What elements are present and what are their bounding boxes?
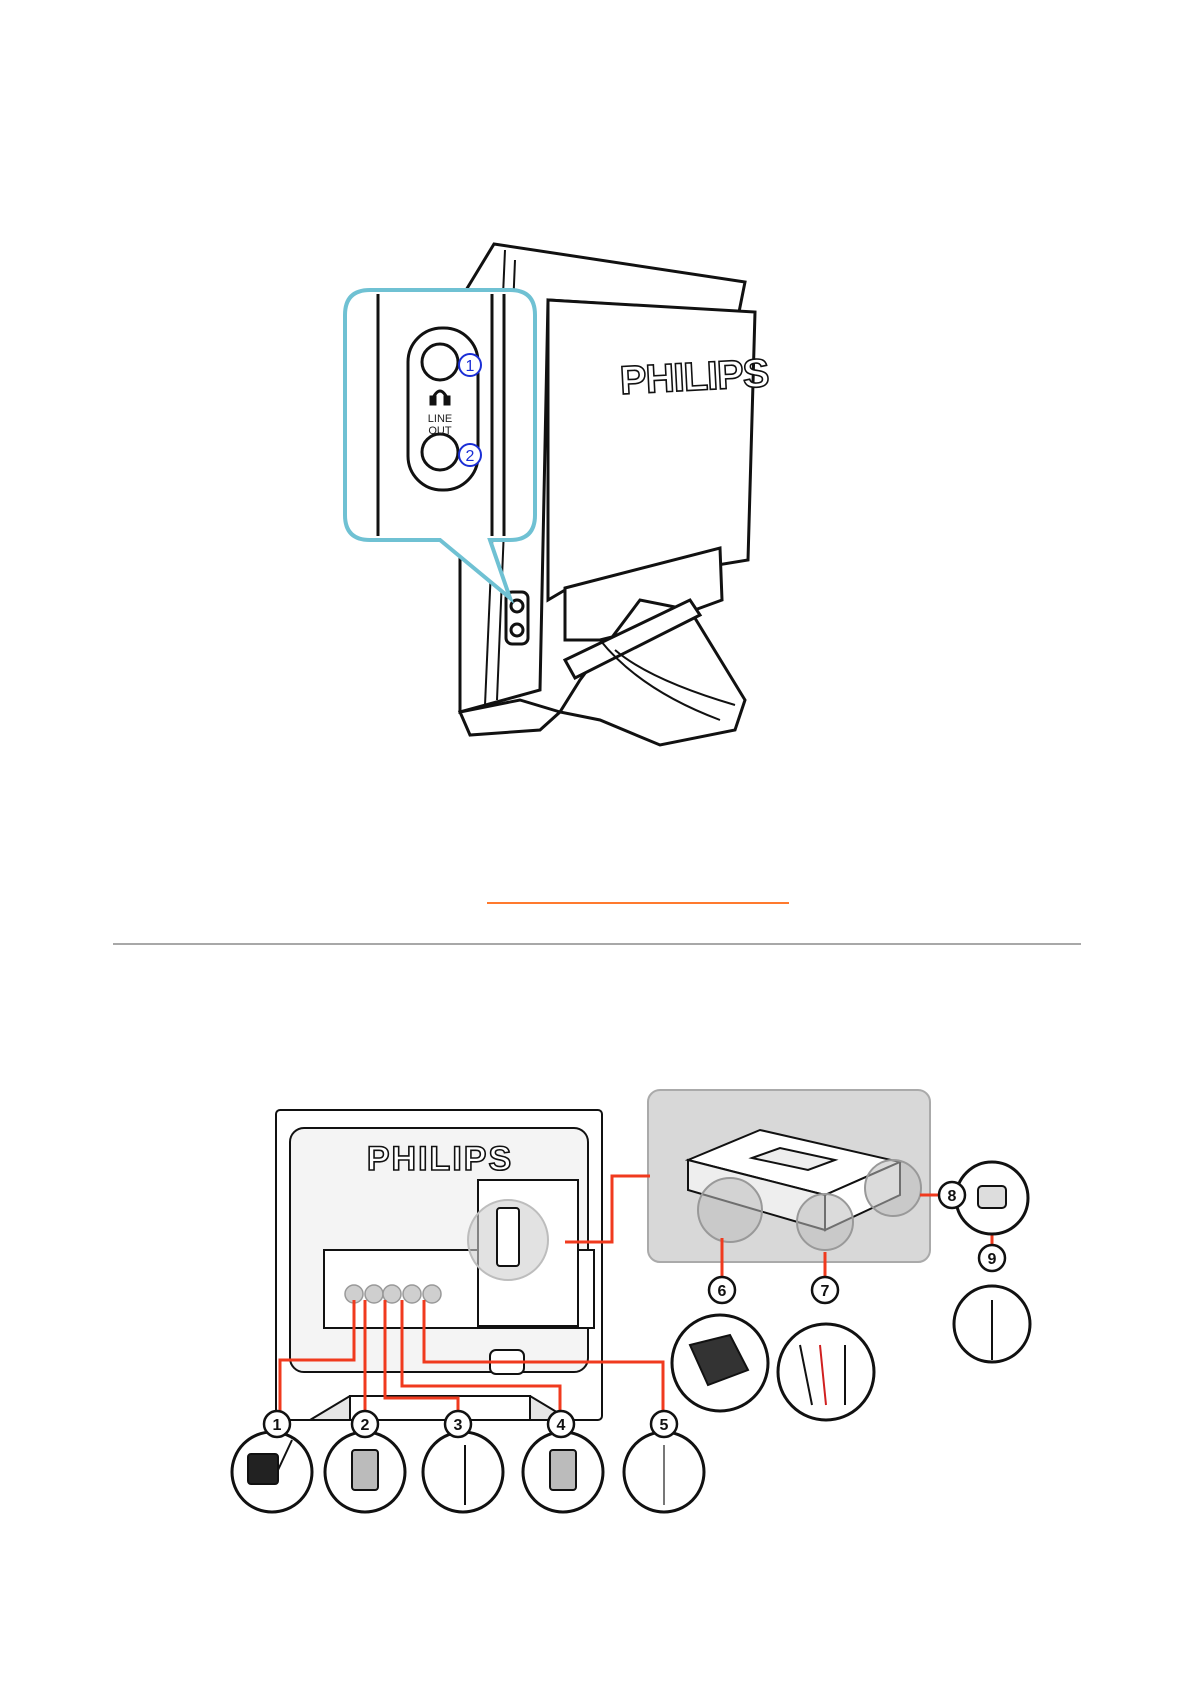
monitor-brand-logo: PHILIPS bbox=[619, 351, 770, 403]
rear-brand-logo: PHILIPS bbox=[367, 1140, 513, 1178]
line-out-jack bbox=[422, 434, 458, 470]
callout-1: 1 bbox=[459, 354, 481, 376]
connector-2-label: 2 bbox=[361, 1417, 370, 1434]
connector-8-label: 8 bbox=[948, 1188, 957, 1205]
connector-1-label: 1 bbox=[273, 1417, 282, 1434]
link-underline[interactable] bbox=[487, 902, 789, 904]
section-divider bbox=[113, 943, 1081, 945]
svg-text:1: 1 bbox=[466, 358, 475, 375]
connector-9-label: 9 bbox=[988, 1251, 997, 1268]
svg-text:2: 2 bbox=[466, 448, 475, 465]
rear-view-diagram: PHILIPS bbox=[0, 1080, 1189, 1640]
connector-4-label: 4 bbox=[557, 1417, 566, 1434]
side-view-diagram: PHILIPS LINE OUT 1 2 bbox=[0, 0, 1189, 760]
connector-6-label: 6 bbox=[718, 1283, 727, 1300]
line-out-label: LINE bbox=[428, 413, 452, 425]
line-out-label: OUT bbox=[428, 425, 452, 437]
headphone-jack bbox=[422, 344, 458, 380]
callout-2: 2 bbox=[459, 444, 481, 466]
connector-3-label: 3 bbox=[454, 1417, 463, 1434]
rear-ports bbox=[345, 1285, 441, 1303]
connector-5-label: 5 bbox=[660, 1417, 669, 1434]
connector-7-label: 7 bbox=[821, 1283, 830, 1300]
